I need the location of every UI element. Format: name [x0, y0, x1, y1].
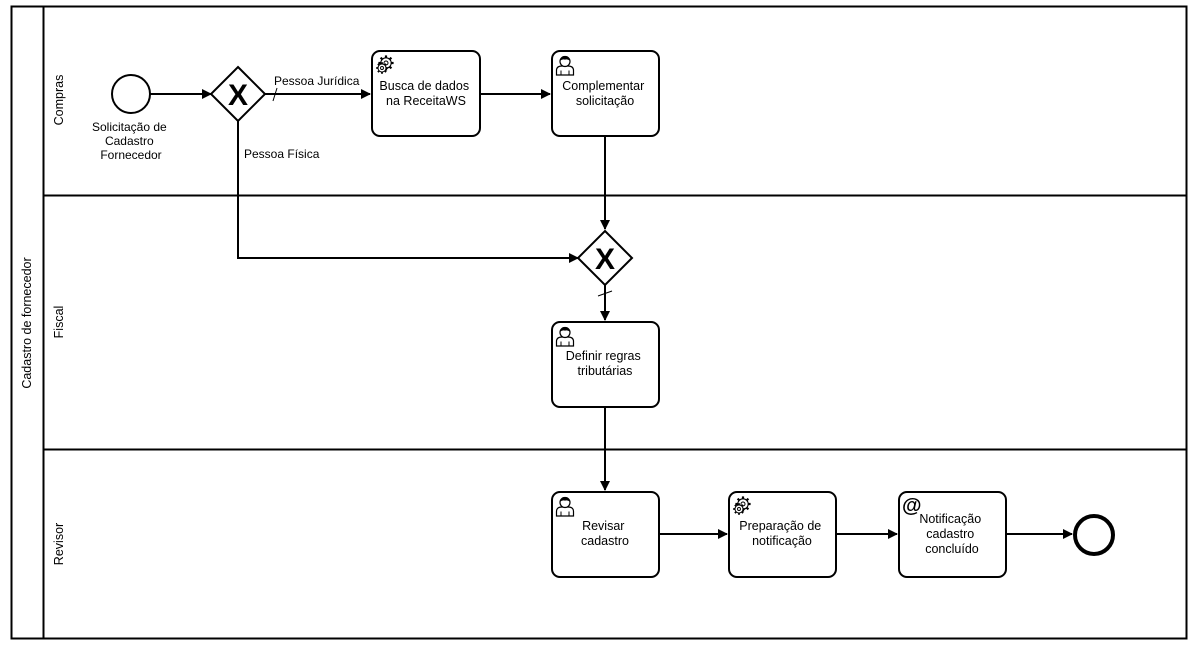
- task-label: Notificação cadastro concluído: [919, 512, 984, 556]
- end-event[interactable]: [1073, 514, 1115, 556]
- flow-fisica: [237, 120, 579, 263]
- task-definir-regras-tributarias[interactable]: Definir regras tributárias: [551, 321, 660, 408]
- lane-label-revisor: Revisor: [52, 523, 66, 565]
- at-icon: @: [902, 495, 922, 517]
- task-label: Complementar solicitação: [562, 79, 647, 108]
- gateway-x-icon: X: [595, 243, 615, 276]
- task-notificacao-cadastro-concluido[interactable]: @ Notificação cadastro concluído: [898, 491, 1007, 578]
- task-complementar-solicitacao[interactable]: Complementar solicitação: [551, 50, 660, 137]
- default-flow-marker-merge: [597, 290, 613, 297]
- task-revisar-cadastro[interactable]: Revisar cadastro: [551, 491, 660, 578]
- lane-label-compras: Compras: [52, 75, 66, 126]
- task-label: Revisar cadastro: [581, 519, 629, 548]
- task-preparacao-notificacao[interactable]: Preparação de notificação: [728, 491, 837, 578]
- task-label: Preparação de notificação: [739, 519, 825, 548]
- default-flow-marker-juridica: [272, 87, 278, 102]
- task-label: Definir regras tributárias: [566, 349, 645, 378]
- lane-label-fiscal: Fiscal: [52, 306, 66, 339]
- start-event-label: Solicitação de Cadastro Fornecedor: [92, 120, 170, 162]
- exclusive-gateway-split[interactable]: X: [209, 65, 267, 123]
- pool-label: Cadastro de fornecedor: [20, 257, 34, 388]
- exclusive-gateway-merge[interactable]: X: [576, 229, 634, 287]
- sequence-flows: [150, 89, 1073, 539]
- start-event[interactable]: [111, 74, 151, 114]
- task-busca-receitaws[interactable]: Busca de dados na ReceitaWS: [371, 50, 481, 137]
- flow-label-juridica: Pessoa Jurídica: [274, 74, 360, 88]
- flow-label-fisica: Pessoa Física: [244, 147, 320, 161]
- task-label: Busca de dados na ReceitaWS: [379, 79, 472, 108]
- gateway-x-icon: X: [228, 79, 248, 112]
